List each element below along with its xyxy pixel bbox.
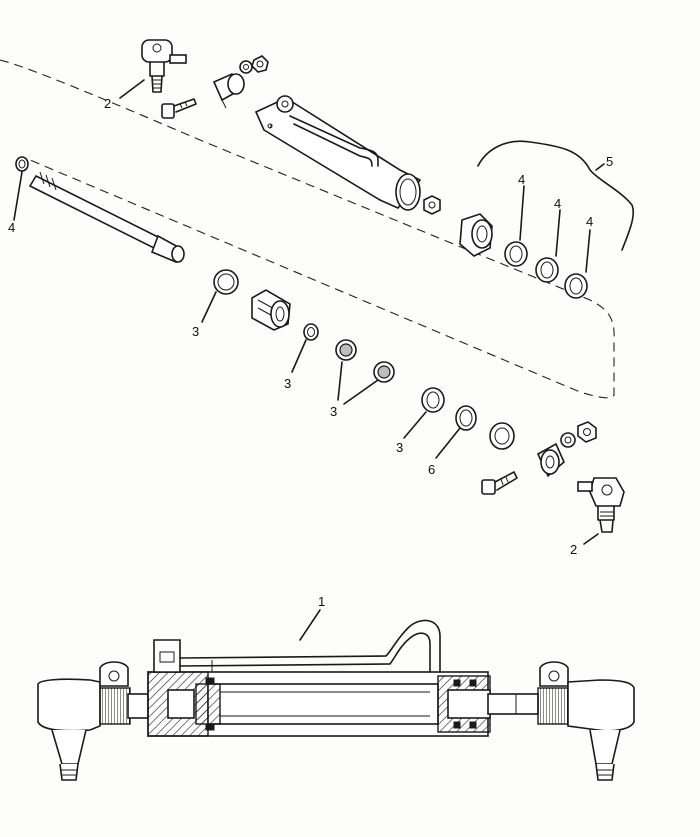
- wiper-ring: [455, 405, 477, 431]
- callout-4-left: 4: [8, 220, 15, 235]
- screw-bottom: [481, 471, 518, 495]
- callout-2-top: 2: [104, 96, 111, 111]
- callout-4-c: 4: [586, 214, 593, 229]
- callout-1: 1: [318, 594, 325, 609]
- washer-bottom: [560, 432, 576, 448]
- callout-2-bottom: 2: [570, 542, 577, 557]
- nut-top: [251, 55, 269, 73]
- callout-3-d: 3: [396, 440, 403, 455]
- nut-bottom: [577, 421, 597, 443]
- assembled-cylinder: [37, 619, 635, 781]
- callout-4-b: 4: [554, 196, 561, 211]
- bushing-ring: [489, 422, 515, 450]
- ball-joint-top: [141, 39, 187, 93]
- oring-c: [335, 339, 357, 361]
- oring-d: [373, 361, 395, 383]
- washer-top: [239, 60, 253, 74]
- oring-b: [303, 323, 319, 341]
- oring-e: [421, 387, 445, 413]
- seal-ring-b: [535, 257, 559, 283]
- assembly-outline-dashed: [0, 59, 615, 399]
- callout-3-a: 3: [192, 324, 199, 339]
- clamp-bottom: [536, 442, 565, 478]
- piston-rod: [28, 171, 185, 264]
- piston-seal: [251, 289, 291, 331]
- callout-3-b: 3: [284, 376, 291, 391]
- clamp-top: [212, 72, 245, 109]
- callout-6: 6: [428, 462, 435, 477]
- callout-3-c: 3: [330, 404, 337, 419]
- seal-kit-bracket: [477, 140, 635, 251]
- screw-top: [161, 98, 197, 119]
- oring-a: [213, 269, 239, 295]
- callout-5: 5: [606, 154, 613, 169]
- ball-joint-bottom: [577, 477, 625, 533]
- seal-left: [15, 156, 29, 172]
- nut-mid: [423, 195, 441, 215]
- leader-lines: [13, 79, 605, 641]
- callout-4-a: 4: [518, 172, 525, 187]
- end-cap: [459, 213, 493, 257]
- seal-ring-c: [564, 273, 588, 299]
- seal-ring-a: [504, 241, 528, 267]
- cylinder-body: [254, 95, 422, 211]
